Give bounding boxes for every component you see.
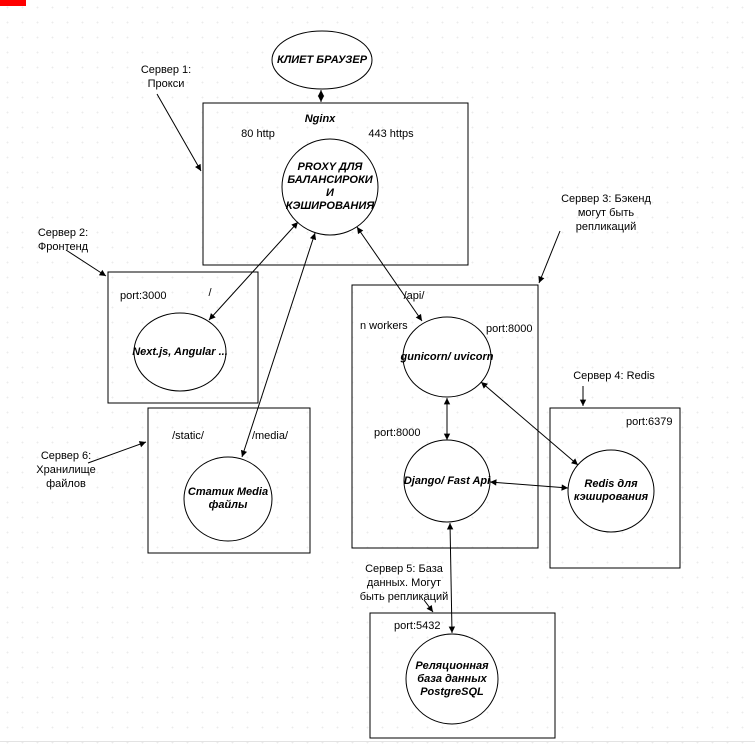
arrow-server3-label [538,230,561,284]
gunicorn-label: gunicorn/ uvicorn [400,350,494,363]
proxy-node [281,138,379,236]
nginx-title: Nginx [304,113,336,125]
arrow-django-to-postgresql [446,522,456,634]
redis-node [567,449,655,533]
arrow-proxy-to-static [240,232,317,458]
https-port-label: 443 https [368,128,414,140]
arrow-proxy-to-frontend [208,221,299,321]
static-media-node [183,456,273,542]
server2-annotation: Сервер 2: Фронтенд [37,227,89,253]
arrow-gunicorn-to-redis [480,381,579,466]
gunicorn-node [402,316,492,398]
arrow-proxy-to-gunicorn [356,226,423,322]
bottom-edge-line [0,741,755,742]
frontend-node [133,312,227,392]
static-files-server-box [147,407,311,554]
db-port-label: port:5432 [394,620,441,632]
django-label: Django/ Fast Api [403,474,491,487]
gunicorn-port-label: port:8000 [486,323,533,335]
arrow-django-to-redis [489,479,569,491]
client-browser-label: КЛИЕТ БРАУЗЕР [276,53,368,66]
arrow-server6-label [87,441,147,464]
arrow-server5-label [423,599,434,613]
root-route-label: / [208,287,212,299]
server6-annotation: Сервер 6: Хранилище файлов [36,450,96,490]
http-port-label: 80 http [241,128,275,140]
database-server-box [369,612,556,739]
redis-label: Redis для кэширования [573,478,649,503]
server5-annotation: Сервер 5: База данных. Могут быть реплик… [359,563,449,603]
media-route-label: /media/ [251,430,289,442]
django-port-label: port:8000 [374,427,421,439]
n-workers-label: n workers [360,320,408,332]
postgresql-label: Реляционная база данных PostgreSQL [415,659,489,698]
postgresql-node [405,633,499,725]
nginx-server-box [202,102,469,266]
red-corner-mark [0,0,26,6]
static-route-label: /static/ [172,430,204,442]
frontend-port-label: port:3000 [120,290,167,302]
api-route-label: /api/ [403,290,425,302]
client-browser-node [271,30,373,90]
arrow-server1-label [156,93,202,172]
proxy-label: PROXY ДЛЯ БАЛАНСИРОКИ И КЭШИРОВАНИЯ [285,161,375,212]
redis-port-label: port:6379 [626,416,673,428]
server1-annotation: Сервер 1: Прокси [140,64,192,90]
server3-annotation: Сервер 3: Бэкенд могут быть репликаций [561,193,651,233]
static-media-label: Статик Mediа файлы [187,486,269,511]
frontend-label: Next.js, Angular ... [132,345,228,358]
arrow-server2-label [65,249,107,277]
server4-annotation: Сервер 4: Redis [573,370,655,382]
